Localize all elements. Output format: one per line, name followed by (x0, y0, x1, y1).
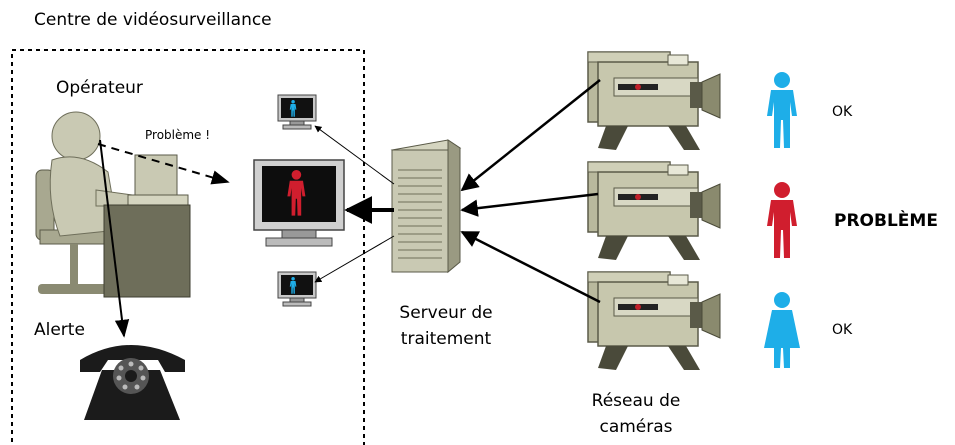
monitor-icon-bottom (277, 271, 317, 307)
person-icon-top (767, 72, 797, 148)
status-top: OK (832, 104, 853, 120)
server-tower-icon (390, 139, 462, 274)
cameras-label: Réseau de caméras (566, 388, 706, 440)
person-icon-middle (767, 182, 797, 258)
server-label: Serveur de traitement (375, 300, 517, 352)
monitor-icon (253, 159, 345, 247)
server-label-line2: traitement (400, 329, 492, 349)
cameras-label-line2: caméras (599, 417, 673, 437)
status-middle: PROBLÈME (834, 211, 938, 231)
control-room-boundary (11, 49, 365, 445)
problem-note: Problème ! (145, 128, 211, 142)
video-camera-icon-top (587, 51, 721, 151)
operator-label: Opérateur (56, 78, 143, 98)
operator-at-desk-icon (35, 111, 191, 298)
server-label-line1: Serveur de (399, 303, 493, 323)
monitor-icon-top (277, 94, 317, 130)
alert-label: Alerte (34, 320, 85, 340)
diagram-title: Centre de vidéosurveillance (34, 10, 272, 30)
person-icon-bottom (764, 292, 800, 368)
status-bottom: OK (832, 322, 853, 338)
cameras-label-line1: Réseau de (591, 391, 681, 411)
video-camera-icon-middle (587, 161, 721, 261)
rotary-phone-icon (80, 345, 185, 420)
video-camera-icon-bottom (587, 271, 721, 371)
